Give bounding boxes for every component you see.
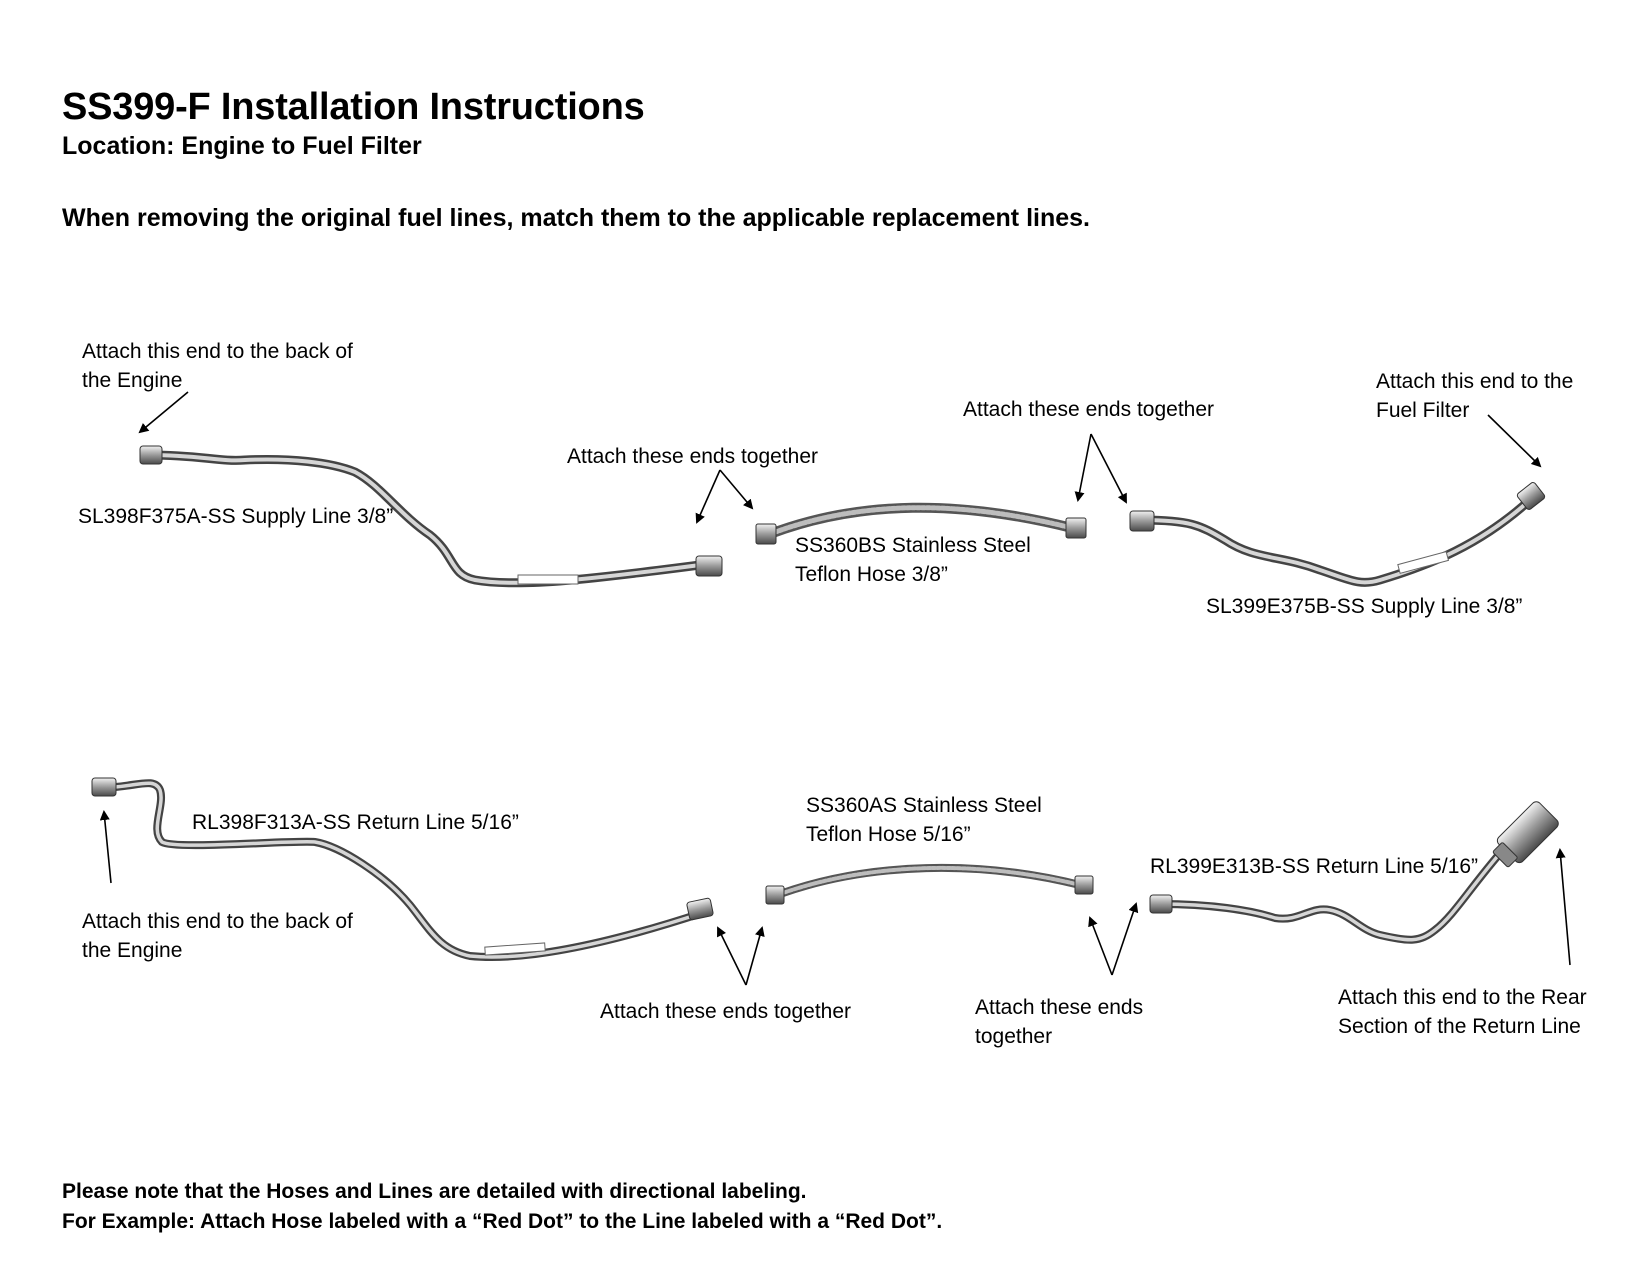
supply-line-a: [139, 445, 723, 588]
return-engine-callout: Attach this end to the back of the Engin…: [82, 910, 353, 962]
supply-line-b-label: SL399E375B-SS Supply Line 3/8”: [1206, 595, 1523, 618]
return-line-a-label: RL398F313A-SS Return Line 5/16”: [192, 811, 519, 834]
return-line-b-label: RL399E313B-SS Return Line 5/16”: [1150, 855, 1479, 878]
instruction-text: When removing the original fuel lines, m…: [62, 204, 1090, 232]
supply-join-2-label: Attach these ends together: [963, 398, 1215, 421]
footer-note-1: Please note that the Hoses and Lines are…: [62, 1180, 807, 1203]
return-line-b: [1149, 801, 1559, 944]
return-join-1-label: Attach these ends together: [600, 1000, 852, 1023]
return-hose-label: SS360AS Stainless Steel Teflon Hose 5/16…: [806, 794, 1042, 846]
return-rear-callout: Attach this end to the Rear Section of t…: [1338, 986, 1587, 1038]
supply-engine-callout: Attach this end to the back of the Engin…: [82, 340, 353, 392]
footer-note-2: For Example: Attach Hose labeled with a …: [62, 1210, 943, 1233]
supply-hose: [755, 502, 1087, 545]
supply-join-1-label: Attach these ends together: [567, 445, 819, 468]
supply-line-b: [1129, 482, 1546, 587]
return-hose: [765, 863, 1094, 905]
supply-line-a-label: SL398F375A-SS Supply Line 3/8”: [78, 505, 394, 528]
page-title: SS399-F Installation Instructions: [62, 86, 645, 128]
return-join-2-label: Attach these ends together: [975, 996, 1144, 1048]
page-subtitle: Location: Engine to Fuel Filter: [62, 132, 422, 160]
supply-hose-label: SS360BS Stainless Steel Teflon Hose 3/8”: [795, 534, 1031, 586]
return-line-a: [91, 777, 714, 961]
supply-filter-callout: Attach this end to the Fuel Filter: [1376, 370, 1574, 422]
